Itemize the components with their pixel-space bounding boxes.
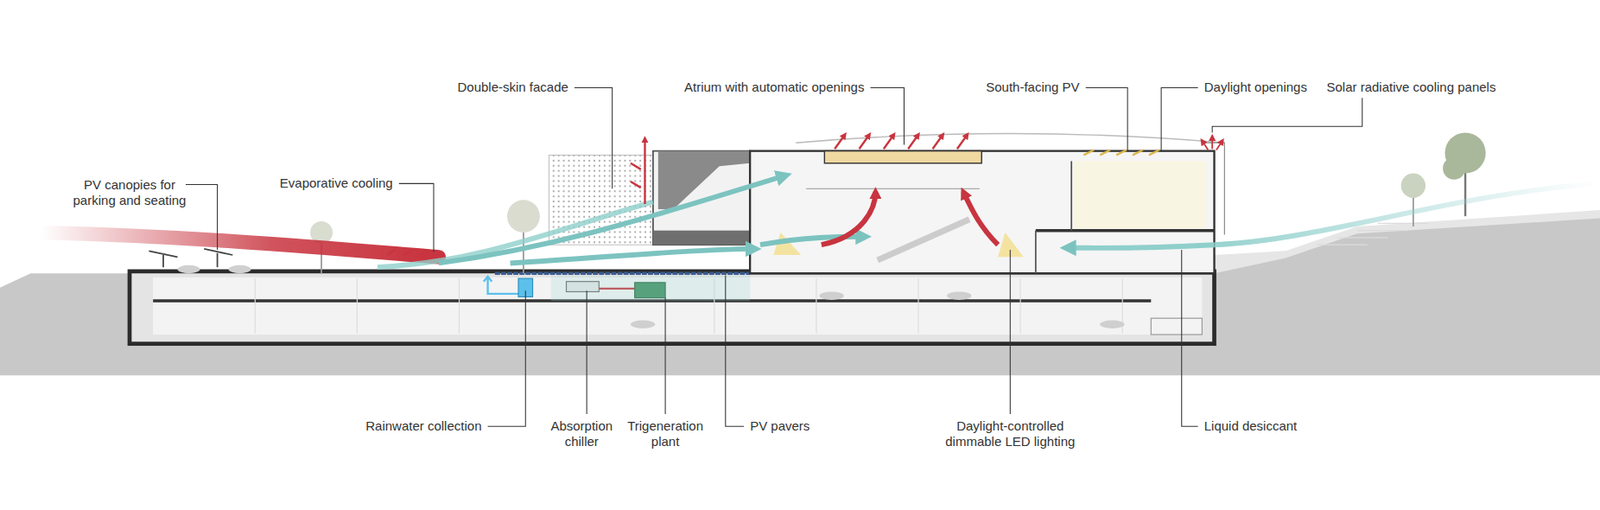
callout-label: Double-skin facade xyxy=(457,79,568,96)
callout-label: Absorption chiller xyxy=(538,418,625,450)
callout-label: PV pavers xyxy=(749,418,810,434)
callout-label: Atrium with automatic openings xyxy=(684,79,864,96)
callout-label: Liquid desiccant xyxy=(1204,418,1298,434)
callout-label: Evaporative cooling xyxy=(279,175,394,191)
callout-label: Trigeneration plant xyxy=(616,418,714,450)
callout-label: South-facing PV xyxy=(985,79,1080,96)
callout-label: PV canopies for parking and seating xyxy=(64,177,195,209)
callout-label: Rainwater collection xyxy=(365,418,482,434)
callout-label: Daylight openings xyxy=(1204,79,1308,96)
callout-label: Daylight-controlled dimmable LED lightin… xyxy=(930,418,1091,450)
callout-label: Solar radiative cooling panels xyxy=(1326,79,1496,96)
